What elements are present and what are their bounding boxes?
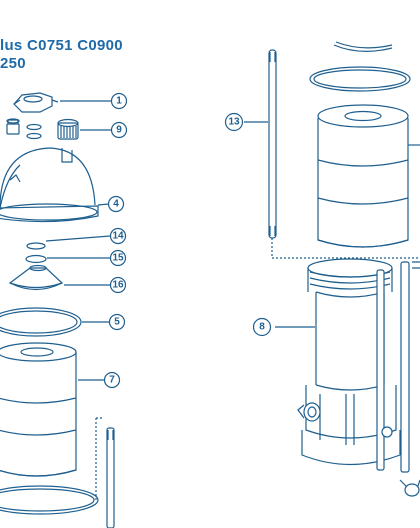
callout-15: 15: [109, 249, 127, 267]
callout-label-14: 14: [112, 231, 124, 242]
left-tie-rod: [106, 427, 115, 528]
tank-side-rods: [376, 261, 420, 473]
part-9-knob: [57, 118, 79, 140]
callout-label-13: 13: [228, 117, 240, 128]
right-cartridge: [317, 104, 409, 248]
callout-14: 14: [109, 227, 127, 245]
callout-label-16: 16: [112, 280, 124, 291]
callout-label-7: 7: [109, 375, 115, 386]
small-o-ring-b: [26, 132, 42, 140]
part-15-washer: [25, 254, 47, 264]
part-drain-plug: [6, 118, 20, 135]
callout-label-9: 9: [116, 125, 122, 136]
part-7-cartridge: [0, 342, 77, 477]
callout-label-4: 4: [113, 199, 119, 210]
part-13-tie-rod: [268, 49, 277, 239]
callout-1: 1: [110, 92, 128, 110]
small-o-ring-a: [26, 123, 42, 131]
callout-label-1: 1: [116, 96, 122, 107]
model-title-line-2: 250: [0, 55, 26, 72]
part-8-tank-body: [301, 258, 401, 466]
leader-line-14: [45, 235, 111, 242]
callout-9: 9: [110, 121, 128, 139]
callout-label-15: 15: [112, 253, 124, 264]
part-4-dome-lid: [0, 147, 99, 223]
model-title-line-1: lus C0751 C0900: [0, 37, 123, 54]
leader-line-4: [97, 203, 110, 206]
callout-16: 16: [109, 276, 127, 294]
right-o-ring: [309, 66, 411, 92]
callout-13: 13: [224, 112, 244, 132]
right-guide-dashed: [271, 238, 420, 259]
part-14-o-ring: [26, 242, 46, 250]
callout-4: 4: [107, 195, 125, 213]
part-1-lock-ring: [13, 92, 59, 113]
callout-8: 8: [252, 317, 272, 337]
drain-valve: [381, 426, 420, 497]
part-16-cone: [8, 264, 64, 291]
callout-label-8: 8: [259, 322, 265, 333]
part-5-large-o-ring: [0, 307, 82, 337]
top-ring-fragment: [333, 44, 393, 52]
tank-outlet-port: [297, 402, 321, 422]
callout-5: 5: [108, 313, 126, 331]
left-bottom-ring: [0, 485, 99, 515]
callout-7: 7: [103, 371, 121, 389]
callout-label-5: 5: [114, 317, 120, 328]
